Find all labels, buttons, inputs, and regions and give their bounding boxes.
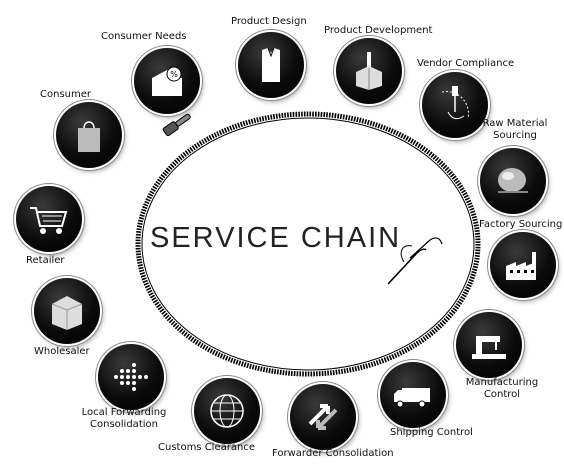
label-raw-material-line2: Sourcing — [493, 130, 537, 141]
label-forwarder-consolidation: Forwarder Consolidation — [272, 448, 394, 459]
label-local-forwarding-line2: Consolidation — [90, 419, 158, 430]
shirt-icon — [262, 47, 280, 82]
wholesaler-node — [34, 278, 100, 344]
consumer-needs-node: % — [134, 48, 200, 114]
manufacturing-control-node — [456, 312, 522, 378]
shopping-bag-icon — [78, 121, 100, 152]
zipper-pull-icon — [162, 113, 191, 137]
needle-thread-icon — [387, 237, 443, 285]
label-retailer: Retailer — [26, 255, 65, 266]
dotted-arrow-icon — [114, 363, 148, 391]
product-design-node — [238, 32, 304, 98]
sewing-needle-icon — [441, 86, 469, 120]
sewing-machine-icon — [472, 336, 506, 359]
zipper-inner-line — [141, 117, 475, 371]
label-consumer: Consumer — [40, 89, 91, 100]
arrows-icon — [308, 404, 338, 430]
stamp-press-icon — [356, 52, 382, 90]
label-vendor-compliance: Vendor Compliance — [417, 58, 515, 69]
customs-clearance-node — [194, 378, 260, 444]
diagram-title: SERVICE CHAIN — [150, 222, 402, 254]
label-shipping-control: Shipping Control — [390, 427, 473, 438]
globe-icon — [210, 394, 244, 428]
label-wholesaler: Wholesaler — [34, 346, 90, 357]
truck-icon — [394, 388, 430, 408]
label-raw-material-line1: Raw Material — [482, 118, 548, 129]
svg-text:%: % — [170, 70, 178, 79]
product-development-node — [336, 38, 402, 104]
material-ball-icon — [498, 168, 528, 193]
local-forwarding-consolidation-node — [98, 344, 164, 410]
label-manufacturing-control: Manufacturing Control — [462, 377, 542, 401]
forwarder-consolidation-node — [290, 384, 356, 450]
shipping-control-node — [380, 362, 446, 428]
vendor-compliance-node — [422, 72, 488, 138]
label-product-development: Product Development — [324, 25, 433, 36]
label-customs-clearance: Customs Clearance — [158, 442, 255, 453]
label-factory-sourcing: Factory Sourcing — [479, 219, 563, 230]
consumer-node — [56, 102, 122, 168]
label-consumer-needs: Consumer Needs — [101, 31, 187, 42]
factory-icon — [506, 252, 536, 280]
label-raw-material-sourcing: Raw Material Sourcing — [476, 118, 554, 142]
label-manufacturing-line2: Control — [483, 389, 521, 400]
retailer-node — [16, 186, 82, 252]
label-local-forwarding-consolidation: Local Forwarding Consolidation — [76, 407, 172, 431]
cart-icon — [30, 207, 68, 234]
factory-sourcing-node — [490, 232, 556, 298]
label-product-design: Product Design — [231, 16, 307, 27]
needs-box-icon: % — [152, 66, 182, 96]
raw-material-sourcing-node — [480, 148, 546, 214]
boxes-icon — [51, 296, 83, 330]
zipper-teeth — [135, 111, 481, 377]
label-local-forwarding-line1: Local Forwarding — [81, 407, 167, 418]
label-manufacturing-line1: Manufacturing — [465, 377, 539, 388]
